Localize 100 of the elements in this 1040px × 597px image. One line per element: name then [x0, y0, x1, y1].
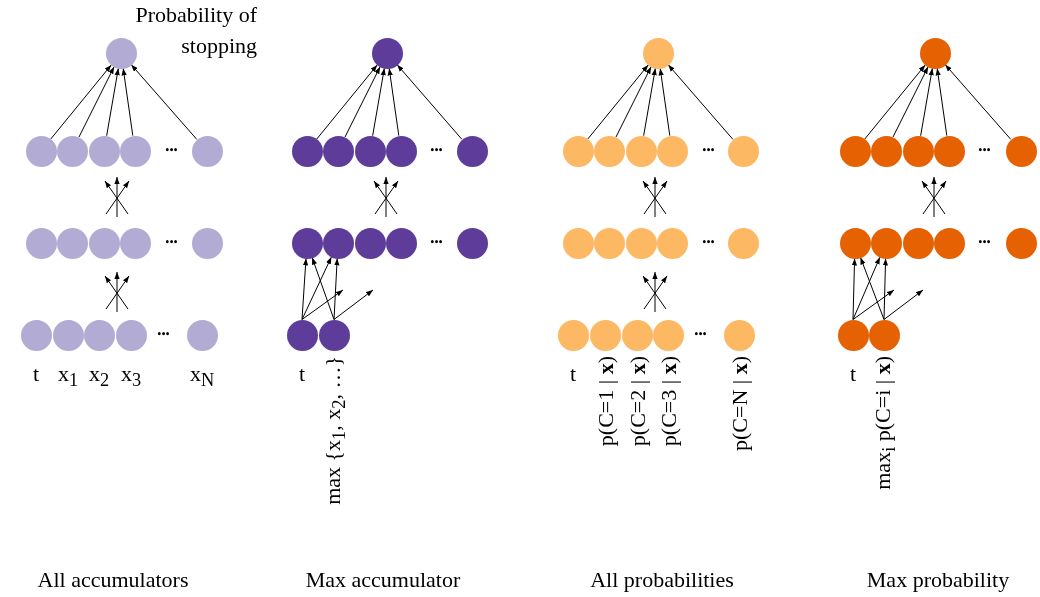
input-label: x$_{2}$ — [88, 362, 110, 391]
ellipsis: ••• — [693, 331, 707, 339]
neuron-circle — [839, 135, 871, 167]
arrow — [301, 289, 344, 320]
neuron-circle — [83, 319, 115, 351]
neuron-circle — [652, 319, 684, 351]
input-label: t — [298, 362, 306, 387]
arrow — [892, 66, 929, 138]
neuron-circle — [354, 135, 386, 167]
arrow — [920, 67, 934, 137]
input-label: p(C=2 | x) — [625, 356, 651, 447]
panel-title: Max probability — [866, 567, 1010, 593]
neuron-circle — [119, 135, 151, 167]
neuron-circle — [727, 135, 759, 167]
arrow — [78, 66, 115, 138]
panel-title: All accumulators — [37, 567, 189, 593]
neuron-circle — [20, 319, 52, 351]
ellipsis: ••• — [977, 239, 991, 247]
arrow — [106, 67, 120, 137]
neuron-circle — [642, 37, 674, 69]
neuron-circle — [562, 227, 594, 259]
arrow — [851, 258, 858, 320]
arrow — [344, 66, 381, 138]
arrow — [587, 64, 649, 140]
neuron-circle — [456, 227, 488, 259]
neuron-circle — [115, 319, 147, 351]
neuron-circle — [191, 135, 223, 167]
neuron-circle — [56, 227, 88, 259]
ellipsis: ••• — [701, 147, 715, 155]
arrow — [658, 67, 671, 137]
neuron-circle — [837, 319, 869, 351]
input-label: t — [32, 362, 40, 387]
neuron-circle — [589, 319, 621, 351]
neuron-circle — [186, 319, 218, 351]
input-label: x$_{N}$ — [189, 362, 215, 391]
ellipsis: ••• — [429, 147, 443, 155]
arrow — [667, 64, 734, 140]
arrow — [333, 258, 340, 320]
input-label: t — [849, 362, 857, 387]
ellipsis: ••• — [164, 147, 178, 155]
ellipsis: ••• — [977, 147, 991, 155]
arrow — [615, 66, 652, 138]
input-label: p(C=N | x) — [727, 356, 753, 452]
neuron-circle — [25, 227, 57, 259]
arrow — [882, 258, 889, 320]
arrow — [50, 64, 112, 140]
neuron-circle — [727, 227, 759, 259]
neuron-circle — [621, 319, 653, 351]
arrow — [643, 67, 657, 137]
neuron-circle — [593, 135, 625, 167]
neuron-circle — [456, 135, 488, 167]
neuron-circle — [723, 319, 755, 351]
neuron-circle — [868, 319, 900, 351]
arrow — [301, 257, 309, 320]
neuron-circle — [322, 227, 354, 259]
neuron-circle — [902, 227, 934, 259]
neuron-circle — [870, 227, 902, 259]
arrow — [944, 64, 1012, 140]
neuron-circle — [625, 227, 657, 259]
arrow — [860, 257, 885, 320]
neuron-circle — [56, 135, 88, 167]
arrow — [852, 289, 895, 320]
arrow — [301, 256, 332, 320]
input-label: x$_{3}$ — [120, 362, 142, 391]
arrow — [311, 257, 335, 320]
neuron-circle — [291, 135, 323, 167]
input-label: t — [569, 362, 577, 387]
neuron-circle — [625, 135, 657, 167]
neuron-circle — [88, 227, 120, 259]
neuron-circle — [385, 135, 417, 167]
neuron-circle — [354, 227, 386, 259]
input-label: x$_{1}$ — [57, 362, 79, 391]
neuron-circle — [1005, 135, 1037, 167]
neuron-circle — [88, 135, 120, 167]
input-label: p(C=3 | x) — [656, 356, 682, 447]
input-label: p(C=1 | x) — [593, 356, 619, 447]
neuron-circle — [191, 227, 223, 259]
neuron-circle — [557, 319, 589, 351]
arrow — [121, 67, 134, 137]
neuron-circle — [25, 135, 57, 167]
output-label: Probability of stopping — [134, 1, 257, 60]
arrow — [387, 67, 400, 137]
arrow — [333, 289, 374, 320]
neuron-circle — [593, 227, 625, 259]
neuron-circle — [656, 227, 688, 259]
ellipsis: ••• — [701, 239, 715, 247]
ellipsis: ••• — [164, 239, 178, 247]
arrow — [883, 289, 924, 320]
arrow — [935, 67, 948, 137]
panel-title: All probabilities — [590, 567, 734, 593]
neuron-circle — [322, 135, 354, 167]
neuron-circle — [318, 319, 350, 351]
neuron-circle — [1005, 227, 1037, 259]
neuron-circle — [52, 319, 84, 351]
neuron-circle — [371, 37, 403, 69]
neuron-circle — [839, 227, 871, 259]
neuron-circle — [919, 37, 951, 69]
neuron-circle — [385, 227, 417, 259]
arrow — [864, 64, 926, 140]
arrow — [396, 64, 463, 140]
